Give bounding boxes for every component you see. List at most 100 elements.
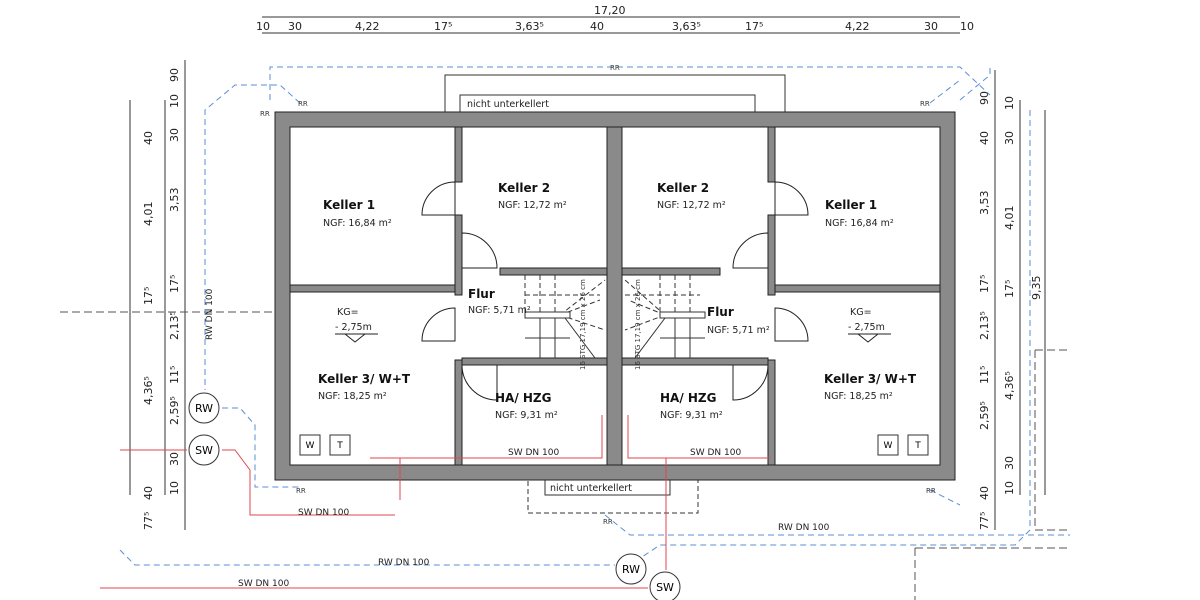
- svg-text:2,13⁵: 2,13⁵: [168, 311, 181, 340]
- grid-lines: [60, 311, 1070, 600]
- svg-text:77⁵: 77⁵: [978, 512, 991, 530]
- room-keller3-left: Keller 3/ W+T: [318, 372, 411, 386]
- svg-text:11⁵: 11⁵: [168, 366, 181, 384]
- walls: [274, 111, 956, 481]
- svg-text:4,01: 4,01: [1003, 206, 1016, 231]
- staircase-left: [524, 275, 606, 359]
- svg-text:11⁵: 11⁵: [978, 366, 991, 384]
- room-area: NGF: 12,72 m²: [498, 200, 567, 211]
- rr-label: RR: [603, 518, 613, 526]
- svg-text:3,53: 3,53: [168, 188, 181, 213]
- svg-text:4,01: 4,01: [142, 202, 155, 227]
- rw-manhole-bottom: [615, 553, 647, 585]
- room-flur-left: Flur: [468, 287, 495, 301]
- rr-label: RR: [920, 100, 930, 108]
- rw-pipe-label: RW DN 100: [205, 288, 215, 340]
- dimension-lines: [129, 16, 1046, 530]
- svg-text:4,22: 4,22: [355, 20, 380, 33]
- room-flur-right: Flur: [707, 305, 734, 319]
- svg-text:30: 30: [168, 452, 181, 466]
- svg-text:17⁵: 17⁵: [142, 287, 155, 305]
- staircase-right: [624, 275, 706, 359]
- svg-text:10: 10: [256, 20, 270, 33]
- stair-label-left: 16 STG 17,19 cm x 26 cm: [579, 279, 587, 370]
- dryer-label: T: [336, 441, 343, 451]
- svg-text:4,36⁵: 4,36⁵: [142, 376, 155, 405]
- svg-text:10: 10: [168, 481, 181, 495]
- svg-text:- 2,75m: - 2,75m: [335, 322, 372, 333]
- rw-label: RW: [622, 563, 640, 576]
- svg-text:17⁵: 17⁵: [978, 275, 991, 293]
- svg-text:90: 90: [168, 68, 181, 82]
- sw-pipe-label: SW DN 100: [690, 448, 741, 458]
- rw-pipe-label: RW DN 100: [378, 558, 430, 568]
- manhole-labels: RW SW RW SW: [195, 402, 674, 594]
- svg-text:3,63⁵: 3,63⁵: [515, 20, 544, 33]
- svg-text:3,63⁵: 3,63⁵: [672, 20, 701, 33]
- level-marker-left: KG= - 2,75m: [335, 307, 378, 343]
- svg-text:17⁵: 17⁵: [434, 20, 452, 33]
- rw-pipe-label: RW DN 100: [778, 523, 830, 533]
- sw-label: SW: [656, 581, 674, 594]
- svg-text:4,22: 4,22: [845, 20, 870, 33]
- room-area: NGF: 18,25 m²: [824, 391, 893, 402]
- room-area: NGF: 9,31 m²: [660, 410, 723, 421]
- sw-pipe-label: SW DN 100: [508, 448, 559, 458]
- svg-text:17⁵: 17⁵: [1003, 280, 1016, 298]
- washer-label: W: [884, 441, 893, 451]
- room-area: NGF: 18,25 m²: [318, 391, 387, 402]
- svg-text:17⁵: 17⁵: [745, 20, 763, 33]
- sw-manhole-left: [188, 434, 220, 466]
- svg-text:30: 30: [168, 128, 181, 142]
- room-keller1-left: Keller 1: [323, 198, 375, 212]
- sw-pipe-label: SW DN 100: [298, 508, 349, 518]
- doors: [421, 181, 809, 401]
- svg-text:KG=: KG=: [337, 307, 359, 318]
- svg-text:3,53: 3,53: [978, 191, 991, 216]
- svg-text:40: 40: [590, 20, 604, 33]
- pipe-labels: RW DN 100 SW DN 100 SW DN 100 SW DN 100 …: [205, 64, 936, 589]
- room-area: NGF: 16,84 m²: [825, 218, 894, 229]
- svg-text:30: 30: [1003, 131, 1016, 145]
- rainwater-pipes: [119, 66, 1070, 566]
- svg-text:30: 30: [1003, 456, 1016, 470]
- svg-text:10: 10: [168, 94, 181, 108]
- rw-manhole-left: [188, 392, 220, 424]
- top-dimensions: 10 30 4,22 17⁵ 3,63⁵ 40 3,63⁵ 17⁵ 4,22 3…: [256, 20, 974, 33]
- svg-text:9,35: 9,35: [1030, 276, 1043, 301]
- room-keller2-right: Keller 2: [657, 181, 709, 195]
- left-dimensions: 40 4,01 17⁵ 4,36⁵ 40 90 10 30 3,53 17⁵ 2…: [142, 68, 181, 530]
- room-keller1-right: Keller 1: [825, 198, 877, 212]
- not-basement-label: nicht unterkellert: [550, 483, 632, 494]
- stair-label-right: 16 STG 17,19 cm x 26 cm: [634, 279, 642, 370]
- svg-text:40: 40: [142, 131, 155, 145]
- svg-text:30: 30: [288, 20, 302, 33]
- svg-text:10: 10: [960, 20, 974, 33]
- right-dimensions: 90 40 3,53 17⁵ 2,13⁵ 11⁵ 2,59⁵ 40 77⁵ 10…: [978, 91, 1043, 530]
- room-area: NGF: 16,84 m²: [323, 218, 392, 229]
- svg-text:2,59⁵: 2,59⁵: [168, 396, 181, 425]
- manholes: [188, 392, 681, 600]
- svg-text:4,36⁵: 4,36⁵: [1003, 371, 1016, 400]
- svg-text:90: 90: [978, 91, 991, 105]
- room-ha-left: HA/ HZG: [495, 391, 551, 405]
- svg-text:2,59⁵: 2,59⁵: [978, 401, 991, 430]
- sw-label: SW: [195, 444, 213, 457]
- svg-text:10: 10: [1003, 96, 1016, 110]
- rw-label: RW: [195, 402, 213, 415]
- svg-text:17⁵: 17⁵: [168, 275, 181, 293]
- rr-label: RR: [296, 487, 306, 495]
- svg-text:10: 10: [1003, 481, 1016, 495]
- sewage-pipes: [100, 415, 770, 589]
- room-keller2-left: Keller 2: [498, 181, 550, 195]
- room-area: NGF: 9,31 m²: [495, 410, 558, 421]
- svg-text:40: 40: [978, 486, 991, 500]
- appliance-labels: W T W T: [306, 441, 922, 451]
- rr-label: RR: [610, 64, 620, 72]
- room-ha-right: HA/ HZG: [660, 391, 716, 405]
- rr-label: RR: [260, 110, 270, 118]
- rr-label: RR: [926, 487, 936, 495]
- svg-text:40: 40: [978, 131, 991, 145]
- dryer-label: T: [914, 441, 921, 451]
